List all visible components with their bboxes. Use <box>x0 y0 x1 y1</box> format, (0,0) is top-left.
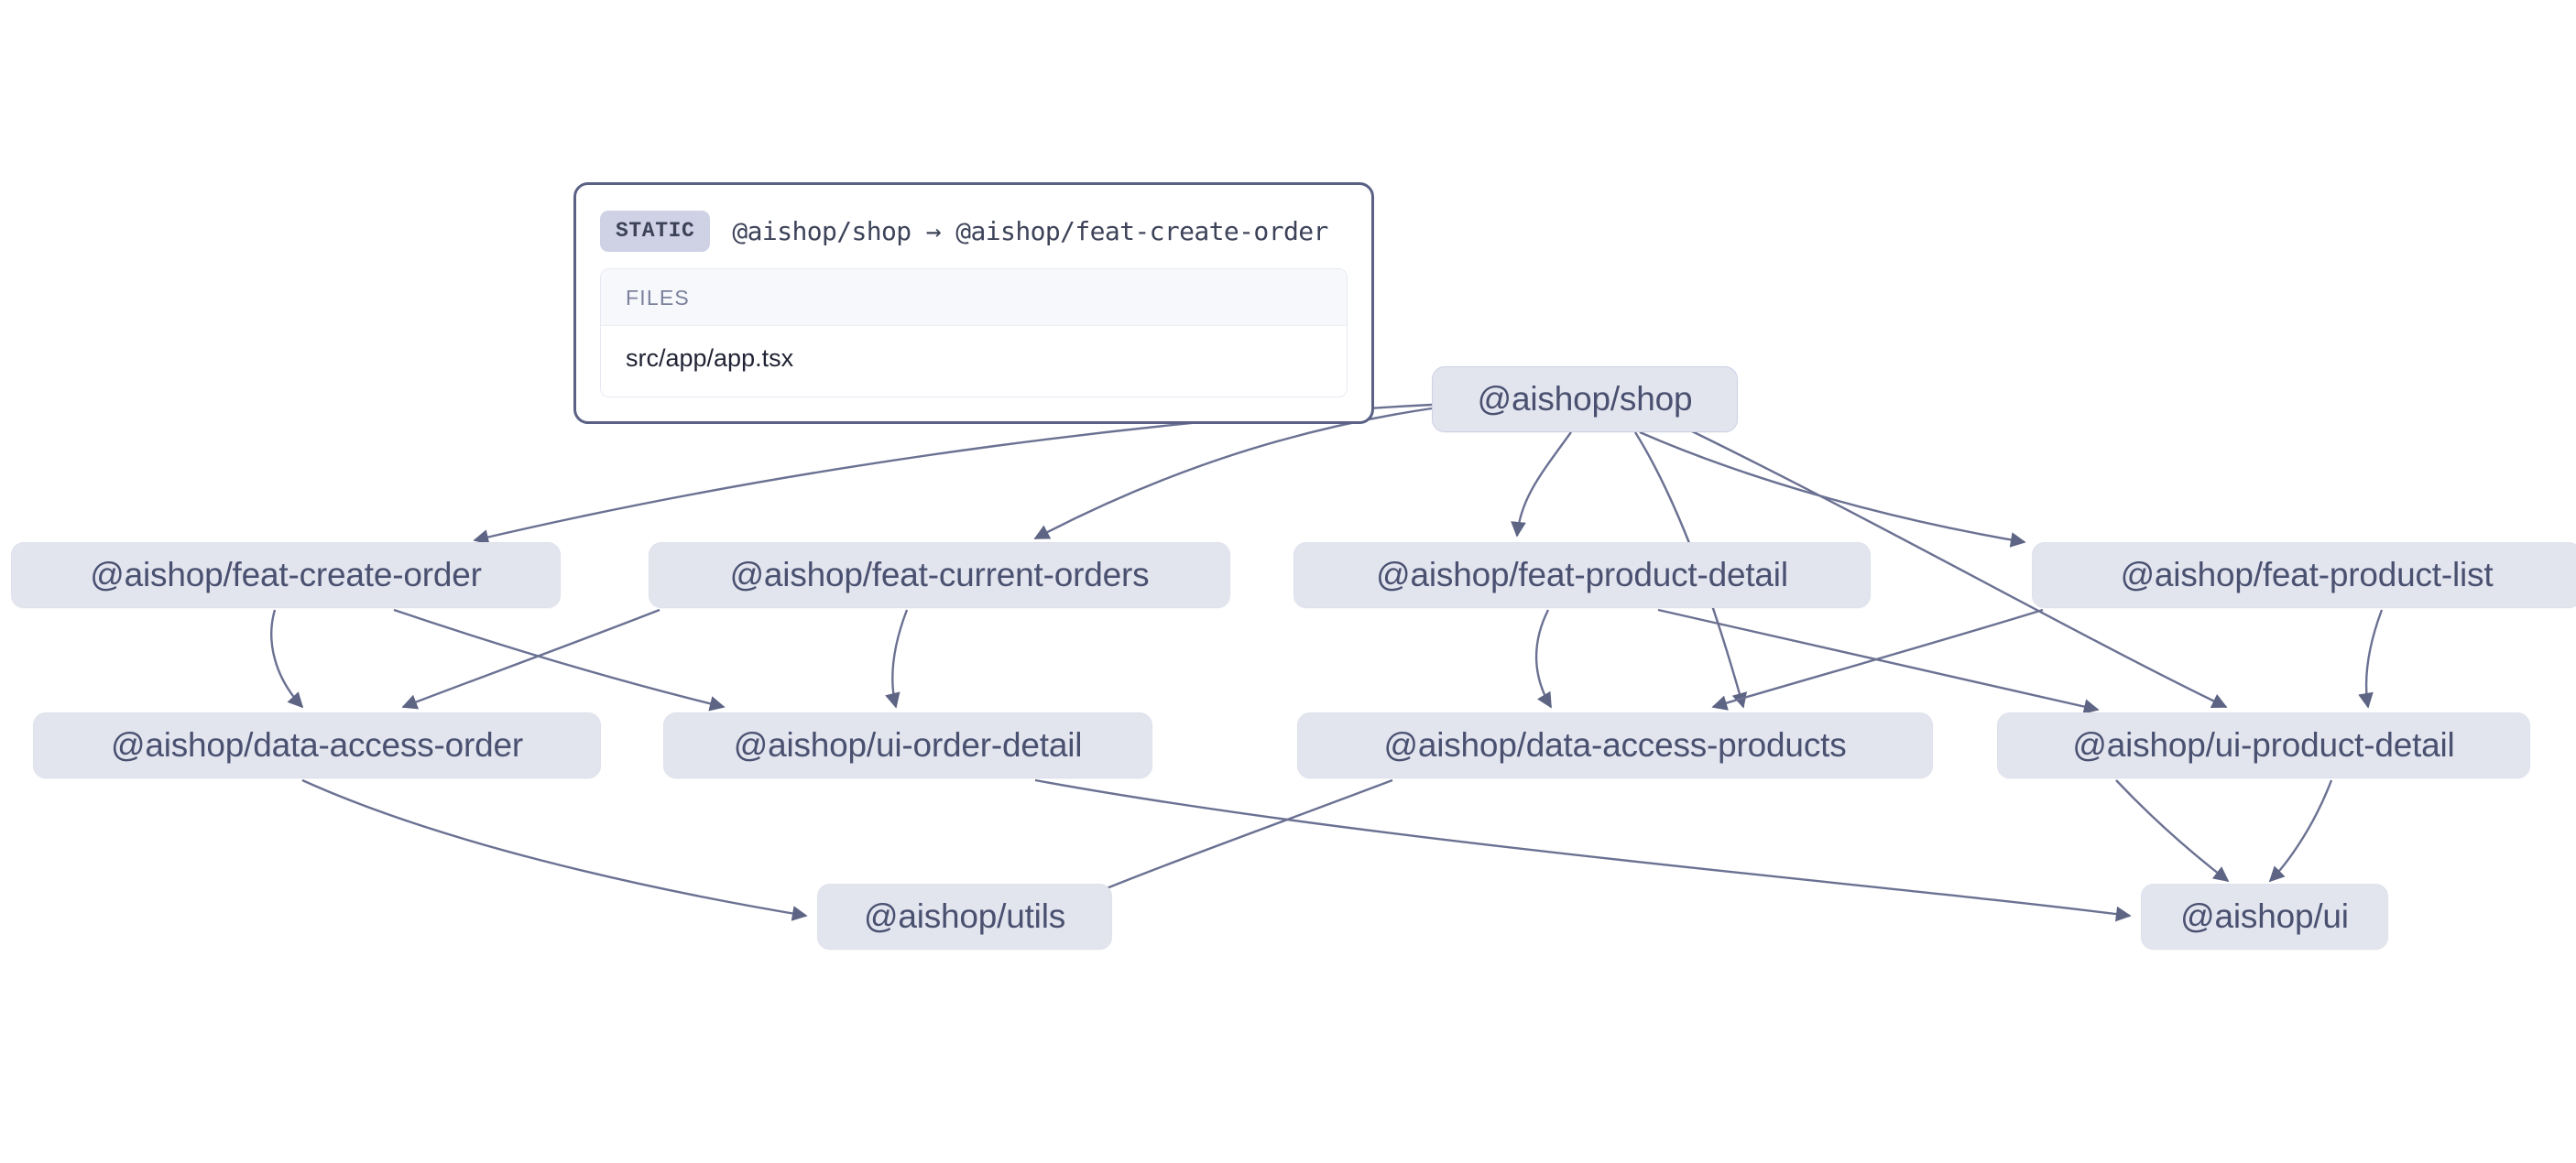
detail-card-header: STATIC @aishop/shop → @aishop/feat-creat… <box>600 205 1348 268</box>
dependency-detail-card: STATIC @aishop/shop → @aishop/feat-creat… <box>573 182 1374 424</box>
graph-edge-data-access-order-to-utils <box>301 778 808 921</box>
graph-node-feat-product-list[interactable]: @aishop/feat-product-list <box>2032 542 2576 608</box>
files-list: src/app/app.tsx <box>601 326 1347 397</box>
graph-node-ui-order-detail[interactable]: @aishop/ui-order-detail <box>663 712 1152 778</box>
graph-edge-shop-to-feat-current-orders <box>1033 407 1433 540</box>
graph-node-label: @aishop/ui-product-detail <box>2072 726 2455 764</box>
graph-node-label: @aishop/data-access-products <box>1383 726 1847 764</box>
graph-node-label: @aishop/feat-current-orders <box>729 556 1150 593</box>
graph-edge-shop-to-feat-product-list <box>1639 430 2026 548</box>
files-panel: FILES src/app/app.tsx <box>600 268 1348 397</box>
graph-edge-data-access-products-to-utils <box>1061 778 1393 908</box>
graph-node-feat-product-detail[interactable]: @aishop/feat-product-detail <box>1293 542 1871 608</box>
graph-node-label: @aishop/data-access-order <box>110 726 524 764</box>
graph-edge-feat-current-orders-to-ui-order-detail <box>885 609 909 709</box>
graph-node-label: @aishop/feat-product-detail <box>1376 556 1788 593</box>
static-badge: STATIC <box>600 211 711 252</box>
graph-edges <box>270 403 2384 922</box>
graph-node-data-access-products[interactable]: @aishop/data-access-products <box>1297 712 1933 778</box>
dependency-title: @aishop/shop → @aishop/feat-create-order <box>732 216 1328 246</box>
graph-node-label: @aishop/feat-product-list <box>2120 556 2494 593</box>
graph-edge-feat-product-list-to-ui-product-detail <box>2358 609 2384 709</box>
graph-node-utils[interactable]: @aishop/utils <box>817 884 1112 950</box>
graph-edge-feat-product-detail-to-ui-product-detail <box>1657 608 2100 714</box>
graph-edge-ui-order-detail-to-ui <box>1034 778 2132 922</box>
graph-node-ui[interactable]: @aishop/ui <box>2141 884 2388 950</box>
graph-node-shop[interactable]: @aishop/shop <box>1432 366 1738 432</box>
graph-node-feat-create-order[interactable]: @aishop/feat-create-order <box>11 542 561 608</box>
graph-edge-ui-product-detail-to-ui <box>2115 779 2230 883</box>
graph-node-label: @aishop/ui-order-detail <box>733 726 1083 764</box>
graph-edge-feat-create-order-to-data-access-order <box>270 609 304 709</box>
graph-edge-ui-product-detail-to-ui <box>2268 779 2333 883</box>
graph-edge-feat-product-list-to-data-access-products <box>1711 608 2044 711</box>
graph-node-data-access-order[interactable]: @aishop/data-access-order <box>33 712 601 778</box>
graph-node-label: @aishop/shop <box>1477 380 1693 418</box>
graph-edge-shop-to-feat-create-order <box>473 403 1433 545</box>
graph-node-label: @aishop/utils <box>863 897 1066 935</box>
graph-node-label: @aishop/ui <box>2180 897 2349 935</box>
graph-edge-feat-create-order-to-ui-order-detail <box>393 608 726 712</box>
files-panel-header: FILES <box>601 269 1347 326</box>
graph-node-ui-product-detail[interactable]: @aishop/ui-product-detail <box>1997 712 2530 778</box>
graph-node-feat-current-orders[interactable]: @aishop/feat-current-orders <box>649 542 1230 608</box>
graph-edge-feat-product-detail-to-data-access-products <box>1534 609 1553 709</box>
graph-edge-feat-current-orders-to-data-access-order <box>401 608 660 710</box>
graph-node-label: @aishop/feat-create-order <box>90 556 482 593</box>
file-list-item[interactable]: src/app/app.tsx <box>601 326 1347 397</box>
graph-edge-shop-to-feat-product-detail <box>1511 431 1572 538</box>
